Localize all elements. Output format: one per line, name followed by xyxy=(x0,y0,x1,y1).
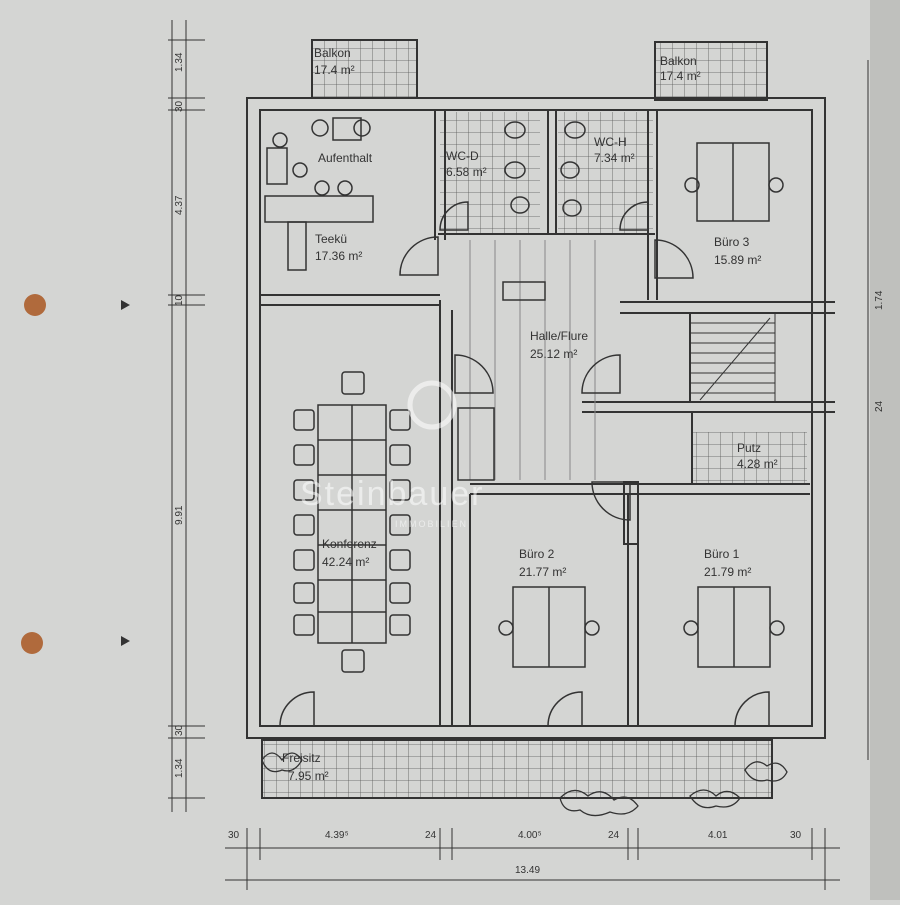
shrubs xyxy=(261,752,788,817)
punch-hole-bottom xyxy=(21,632,43,654)
punch-hole-top xyxy=(24,294,46,316)
room-area: 7.95 m² xyxy=(288,769,329,783)
room-name: Balkon xyxy=(314,46,351,60)
dim-label: 24 xyxy=(874,400,885,412)
dim-label: 4.39⁵ xyxy=(325,830,349,841)
room-area: 15.89 m² xyxy=(714,253,761,267)
watermark-brand: Steinbauer xyxy=(300,475,484,513)
room-area: 25.12 m² xyxy=(530,347,577,361)
dim-label: 30 xyxy=(790,830,802,841)
balcony-right xyxy=(654,41,768,101)
dim-label: 30 xyxy=(228,830,240,841)
dim-label: 4.00⁵ xyxy=(518,830,542,841)
dim-label: 4.01 xyxy=(708,830,728,841)
dim-label: 24 xyxy=(425,830,437,841)
lounge-furniture xyxy=(264,117,374,271)
watermark-logo-icon xyxy=(407,380,457,430)
room-area: 6.58 m² xyxy=(446,165,487,179)
dim-label: 1.34 xyxy=(174,758,185,778)
room-name: WC-D xyxy=(446,149,479,163)
room-area: 42.24 m² xyxy=(322,555,369,569)
room-name: Teekü xyxy=(315,232,347,246)
room-name: Halle/Flure xyxy=(530,329,588,343)
room-name: Büro 2 xyxy=(519,547,555,561)
room-area: 4.28 m² xyxy=(737,457,778,471)
room-name: Konferenz xyxy=(322,537,377,551)
closet xyxy=(457,407,495,481)
room-area: 21.79 m² xyxy=(704,565,751,579)
dim-label: 4.37 xyxy=(174,195,185,215)
dim-label-total: 13.49 xyxy=(515,865,540,876)
dim-label: 9.91 xyxy=(174,505,185,525)
room-area: 21.77 m² xyxy=(519,565,566,579)
room-name: Büro 1 xyxy=(704,547,740,561)
wc-fixtures xyxy=(504,121,586,217)
freisitz-terrace xyxy=(261,739,773,799)
room-name: Balkon xyxy=(660,54,697,68)
dim-label: 30 xyxy=(174,100,185,112)
room-name: Büro 3 xyxy=(714,235,750,249)
dim-label: 1.34 xyxy=(174,52,185,72)
wc-h-tiles xyxy=(558,112,653,234)
conference-table xyxy=(293,371,411,673)
wc-d-tiles xyxy=(440,112,540,234)
room-name: Freisitz xyxy=(282,751,321,765)
room-name: WC-H xyxy=(594,135,627,149)
dim-label: 10 xyxy=(174,294,185,306)
putz-tiles xyxy=(692,432,807,484)
dim-label: 1.74 xyxy=(874,290,885,310)
room-area: 17.4 m² xyxy=(314,63,355,77)
page-edge xyxy=(870,0,900,900)
room-area: 7.34 m² xyxy=(594,151,635,165)
room-name: Putz xyxy=(737,441,761,455)
balcony-left xyxy=(311,39,418,99)
hall-fixture xyxy=(502,281,546,301)
watermark-sub: IMMOBILIEN xyxy=(395,519,468,529)
room-area: 17.4 m² xyxy=(660,69,701,83)
staircase xyxy=(689,312,776,403)
office-desks xyxy=(498,142,785,668)
dim-label: 30 xyxy=(174,724,185,736)
room-name: Aufenthalt xyxy=(318,151,373,165)
dim-label: 24 xyxy=(608,830,620,841)
dimension-lines xyxy=(168,20,869,890)
hall-floor xyxy=(469,240,596,480)
room-area: 17.36 m² xyxy=(315,249,362,263)
fold-marker-icon xyxy=(121,636,130,646)
doors xyxy=(279,201,770,727)
fold-marker-icon xyxy=(121,300,130,310)
